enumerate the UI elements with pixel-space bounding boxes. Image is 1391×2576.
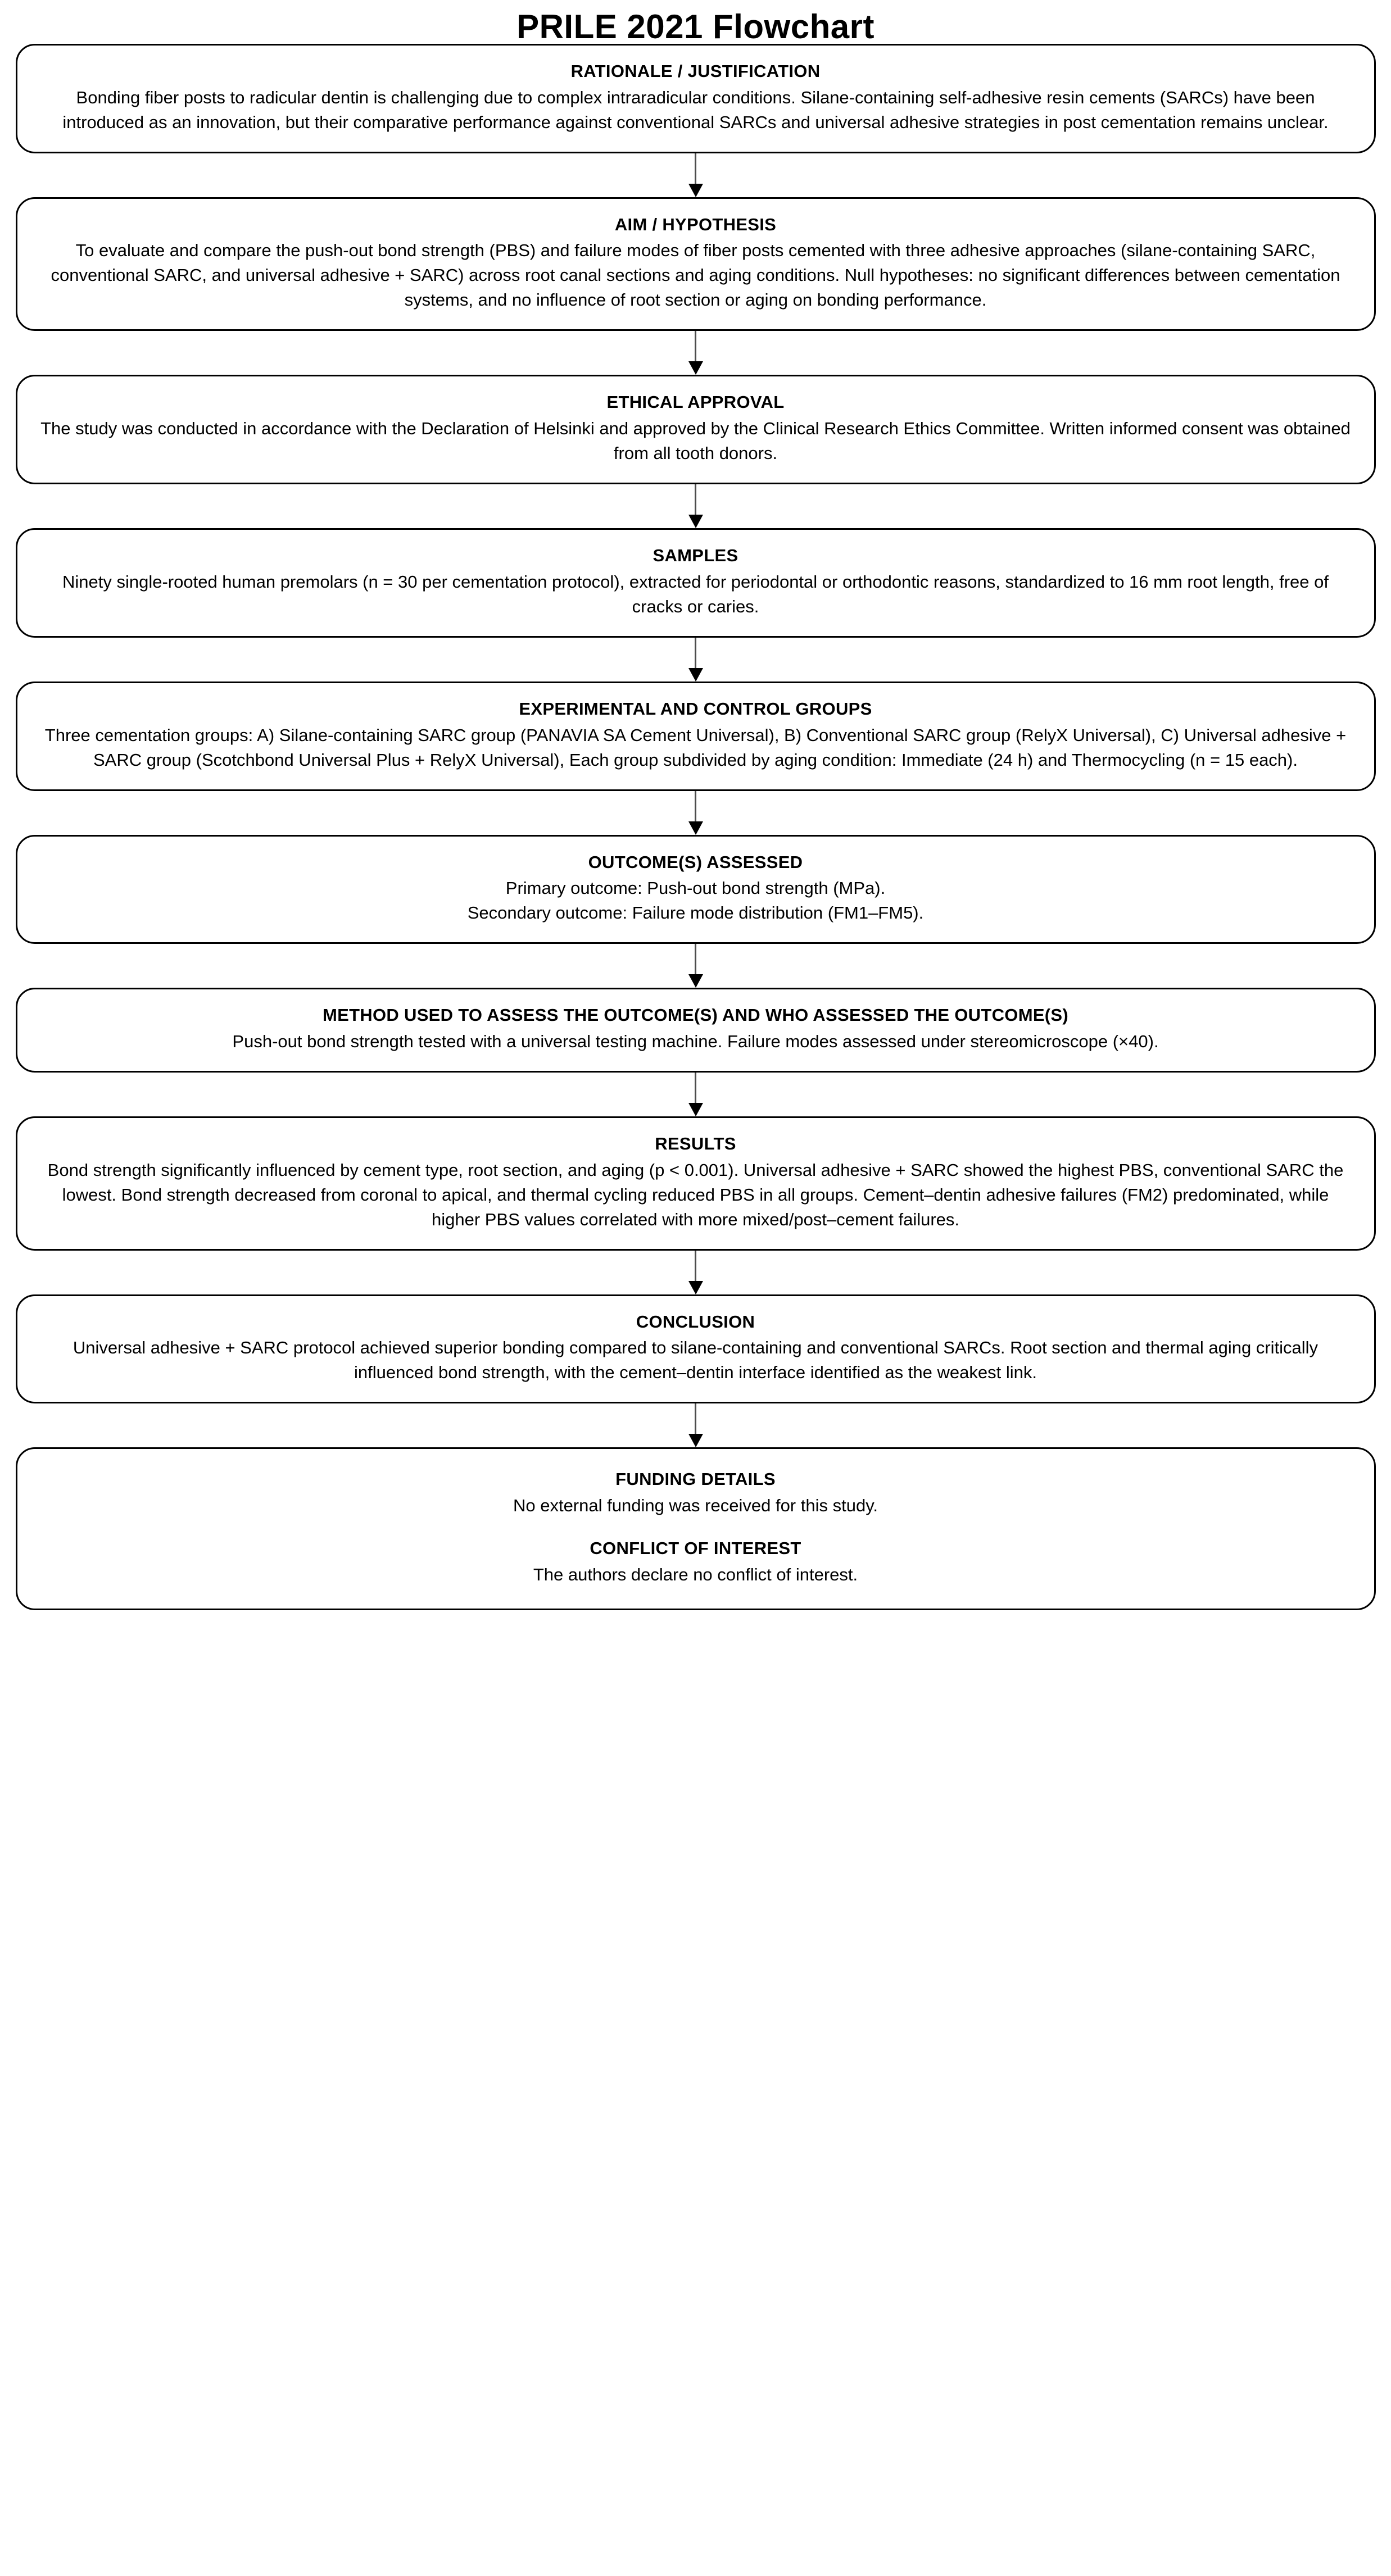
node-heading: CONCLUSION	[636, 1311, 755, 1332]
node-heading: RATIONALE / JUSTIFICATION	[570, 61, 821, 81]
node-body: Bond strength significantly influenced b…	[47, 1160, 1344, 1229]
node-heading: EXPERIMENTAL AND CONTROL GROUPS	[519, 698, 872, 719]
node-body: Primary outcome: Push-out bond strength …	[467, 878, 924, 923]
flow-node-experimental-groups: EXPERIMENTAL AND CONTROL GROUPS Three ce…	[15, 681, 1376, 791]
connector-line	[695, 944, 696, 977]
flow-node-rationale: RATIONALE / JUSTIFICATION Bonding fiber …	[15, 44, 1376, 153]
arrow-head-icon	[688, 974, 703, 988]
arrow-head-icon	[688, 1434, 703, 1448]
node-heading: OUTCOME(S) ASSESSED	[588, 852, 803, 872]
connector-line	[695, 153, 696, 186]
arrow-head-icon	[688, 821, 703, 835]
arrow-head-icon	[688, 1102, 703, 1116]
node-body: To evaluate and compare the push-out bon…	[51, 240, 1340, 310]
connector-line	[695, 637, 696, 670]
node-heading: ETHICAL APPROVAL	[606, 392, 785, 412]
arrow-head-icon	[688, 1280, 703, 1294]
connector-arrow	[16, 1250, 1376, 1294]
flow-node-outcomes-assessed: OUTCOME(S) ASSESSED Primary outcome: Pus…	[15, 834, 1376, 944]
funding-heading: FUNDING DETAILS	[615, 1469, 776, 1489]
flow-node-conclusion: CONCLUSION Universal adhesive + SARC pro…	[15, 1294, 1376, 1404]
node-heading: SAMPLES	[653, 546, 738, 566]
node-body: Universal adhesive + SARC protocol achie…	[73, 1338, 1318, 1383]
connector-arrow	[16, 331, 1376, 375]
arrow-head-icon	[688, 667, 703, 682]
connector-line	[695, 331, 696, 364]
connector-arrow	[16, 153, 1376, 197]
funding-body: No external funding was received for thi…	[513, 1496, 878, 1516]
node-body: The study was conducted in accordance wi…	[40, 419, 1351, 464]
flow-node-method-used: METHOD USED TO ASSESS THE OUTCOME(S) AND…	[15, 988, 1376, 1073]
connector-line	[695, 790, 696, 824]
connector-line	[695, 1072, 696, 1105]
connector-arrow	[16, 637, 1376, 682]
connector-arrow	[16, 790, 1376, 835]
node-heading: AIM / HYPOTHESIS	[614, 214, 777, 234]
flowchart-nodes: RATIONALE / JUSTIFICATION Bonding fiber …	[15, 44, 1376, 1610]
flow-node-funding-and-coi: FUNDING DETAILS No external funding was …	[15, 1447, 1376, 1610]
arrow-head-icon	[688, 183, 703, 197]
conflict-of-interest-body: The authors declare no conflict of inter…	[533, 1564, 858, 1584]
connector-arrow	[16, 944, 1376, 988]
flow-node-samples: SAMPLES Ninety single-rooted human premo…	[15, 528, 1376, 638]
connector-line	[695, 1403, 696, 1437]
connector-arrow	[16, 1403, 1376, 1448]
connector-arrow	[16, 484, 1376, 529]
arrow-head-icon	[688, 515, 703, 529]
node-heading: RESULTS	[655, 1133, 736, 1153]
node-body: Push-out bond strength tested with a uni…	[232, 1031, 1159, 1051]
node-body: Three cementation groups: A) Silane-cont…	[44, 725, 1347, 770]
arrow-head-icon	[688, 361, 703, 375]
node-heading: METHOD USED TO ASSESS THE OUTCOME(S) AND…	[322, 1005, 1069, 1025]
flow-node-aim: AIM / HYPOTHESIS To evaluate and compare…	[15, 197, 1376, 331]
node-body: Bonding fiber posts to radicular dentin …	[62, 87, 1329, 132]
connector-line	[695, 484, 696, 517]
connector-arrow	[16, 1072, 1376, 1116]
node-body: Ninety single-rooted human premolars (n …	[62, 571, 1329, 616]
page-title: PRILE 2021 Flowchart	[516, 8, 875, 46]
flow-node-results: RESULTS Bond strength significantly infl…	[15, 1116, 1376, 1251]
connector-line	[695, 1250, 696, 1283]
flow-node-ethical-approval: ETHICAL APPROVAL The study was conducted…	[15, 375, 1376, 485]
conflict-of-interest-heading: CONFLICT OF INTEREST	[590, 1538, 801, 1559]
